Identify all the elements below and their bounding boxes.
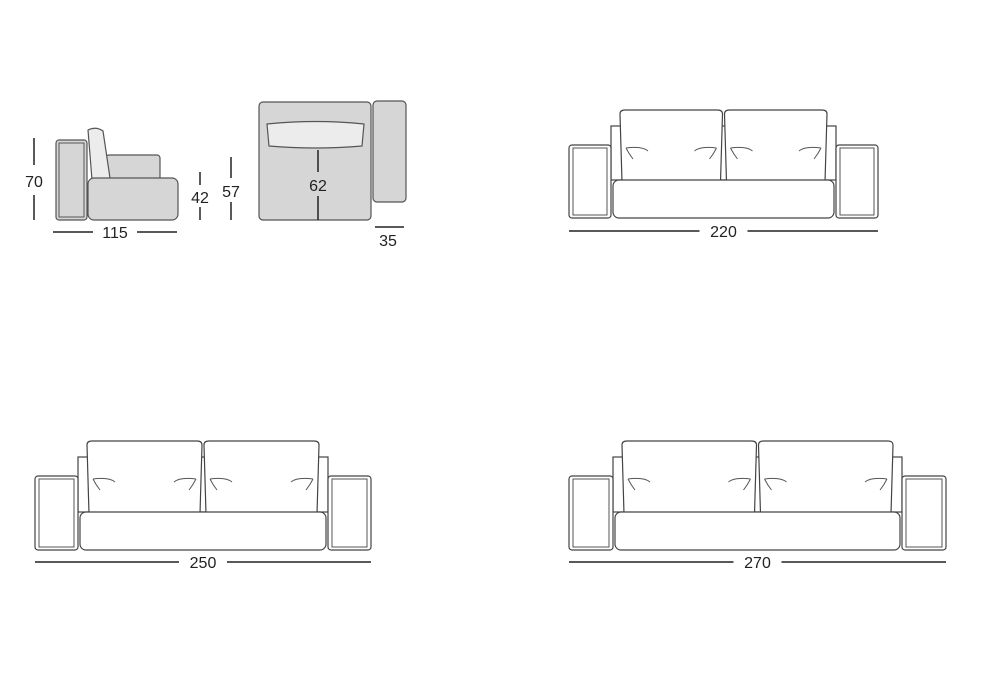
left-armrest bbox=[568, 475, 614, 551]
side-armrest bbox=[55, 139, 88, 221]
back-cushion bbox=[723, 109, 828, 183]
back-cushion bbox=[619, 109, 724, 183]
back-cushion bbox=[203, 440, 320, 515]
armrest-height-label: 57 bbox=[222, 184, 240, 201]
armrest-inner bbox=[331, 478, 368, 548]
depth-label: 115 bbox=[102, 225, 128, 242]
right-armrest bbox=[835, 144, 879, 219]
seat-height-label: 42 bbox=[191, 190, 209, 207]
side-seat bbox=[87, 177, 179, 221]
front-view-sofa-250: 250 bbox=[34, 440, 372, 572]
side-view: 70 115 42 bbox=[25, 127, 209, 242]
front-view-sofa-220: 220 bbox=[568, 109, 879, 241]
top-view: 57 62 35 bbox=[222, 100, 407, 250]
armrest-inner bbox=[839, 147, 875, 216]
armrest-inner bbox=[38, 478, 75, 548]
armrest-inner bbox=[905, 478, 943, 548]
right-armrest bbox=[327, 475, 372, 551]
side-back-cushion bbox=[87, 127, 111, 181]
height-label: 70 bbox=[25, 174, 43, 191]
left-armrest bbox=[568, 144, 612, 219]
width-label: 220 bbox=[710, 224, 737, 241]
armrest-width-label: 35 bbox=[379, 233, 397, 250]
cushion-crease bbox=[730, 146, 822, 160]
side-armrest-inner bbox=[58, 142, 85, 218]
width-label: 250 bbox=[190, 555, 217, 572]
seat-cushion bbox=[614, 511, 901, 551]
cushion-crease bbox=[92, 477, 197, 491]
seat-cushion bbox=[612, 179, 835, 219]
armrest-inner bbox=[572, 478, 610, 548]
top-seat bbox=[258, 101, 372, 221]
top-pillow bbox=[266, 120, 365, 149]
back-cushion bbox=[757, 440, 894, 515]
back-cushion bbox=[621, 440, 758, 515]
cushion-crease bbox=[625, 146, 717, 160]
left-armrest bbox=[34, 475, 79, 551]
seat-depth-label: 62 bbox=[309, 178, 327, 195]
width-label: 270 bbox=[744, 555, 771, 572]
back-cushion bbox=[86, 440, 203, 515]
cushion-crease bbox=[627, 477, 751, 491]
right-armrest bbox=[901, 475, 947, 551]
cushion-crease bbox=[209, 477, 314, 491]
front-view-sofa-270: 270 bbox=[568, 440, 947, 572]
seat-cushion bbox=[79, 511, 327, 551]
cushion-crease bbox=[764, 477, 888, 491]
armrest-inner bbox=[572, 147, 608, 216]
top-armrest bbox=[372, 100, 407, 203]
